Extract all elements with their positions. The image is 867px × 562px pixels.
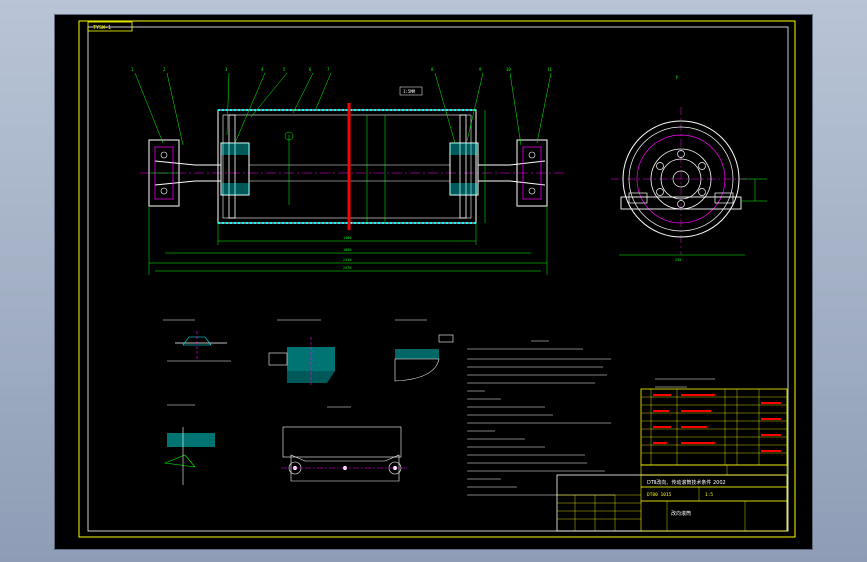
drawing-viewport[interactable]: TYSW-1 bbox=[55, 15, 812, 549]
svg-text:6: 6 bbox=[309, 67, 312, 72]
svg-text:4: 4 bbox=[261, 67, 264, 72]
title-block: DTⅡ改向、传动滚筒技术条件 2002 DT80 1015 1:5 改向滚筒 bbox=[556, 474, 788, 532]
svg-text:3: 3 bbox=[225, 67, 228, 72]
drawing-code: TYSW-1 bbox=[93, 25, 111, 31]
detail-views bbox=[163, 319, 454, 485]
parts-list-table bbox=[640, 388, 788, 476]
svg-text:11: 11 bbox=[547, 67, 552, 72]
title-main: DTⅡ改向、传动滚筒技术条件 2002 bbox=[647, 479, 726, 486]
svg-text:2470: 2470 bbox=[343, 266, 351, 270]
pulley-side-view: P 290 bbox=[611, 75, 767, 262]
title-drawing-no: DT80 1015 bbox=[647, 492, 672, 498]
svg-text:1660: 1660 bbox=[343, 248, 351, 252]
pulley-front-view: 1 2 3 4 5 6 7 8 9 10 11 1400 1660 2110 2470 bbox=[131, 67, 565, 275]
svg-text:2: 2 bbox=[163, 67, 166, 72]
svg-text:290: 290 bbox=[675, 258, 681, 262]
svg-text:7: 7 bbox=[327, 67, 330, 72]
drawing-code-box bbox=[87, 21, 133, 32]
svg-text:9: 9 bbox=[479, 67, 482, 72]
engineering-drawing: TYSW-1 bbox=[78, 20, 796, 538]
inner-frame bbox=[87, 26, 789, 532]
svg-text:5: 5 bbox=[283, 67, 286, 72]
note-callout: 1:5MM bbox=[403, 89, 416, 94]
svg-text:2110: 2110 bbox=[343, 258, 351, 262]
svg-text:8: 8 bbox=[431, 67, 434, 72]
title-scale: 1:5 bbox=[705, 492, 713, 498]
svg-text:P: P bbox=[676, 75, 679, 80]
svg-text:1: 1 bbox=[131, 67, 134, 72]
title-drawing-name: 改向滚筒 bbox=[671, 510, 691, 517]
technical-notes bbox=[467, 340, 715, 496]
svg-text:1400: 1400 bbox=[343, 236, 351, 240]
outer-frame bbox=[78, 20, 796, 538]
svg-text:10: 10 bbox=[506, 67, 511, 72]
